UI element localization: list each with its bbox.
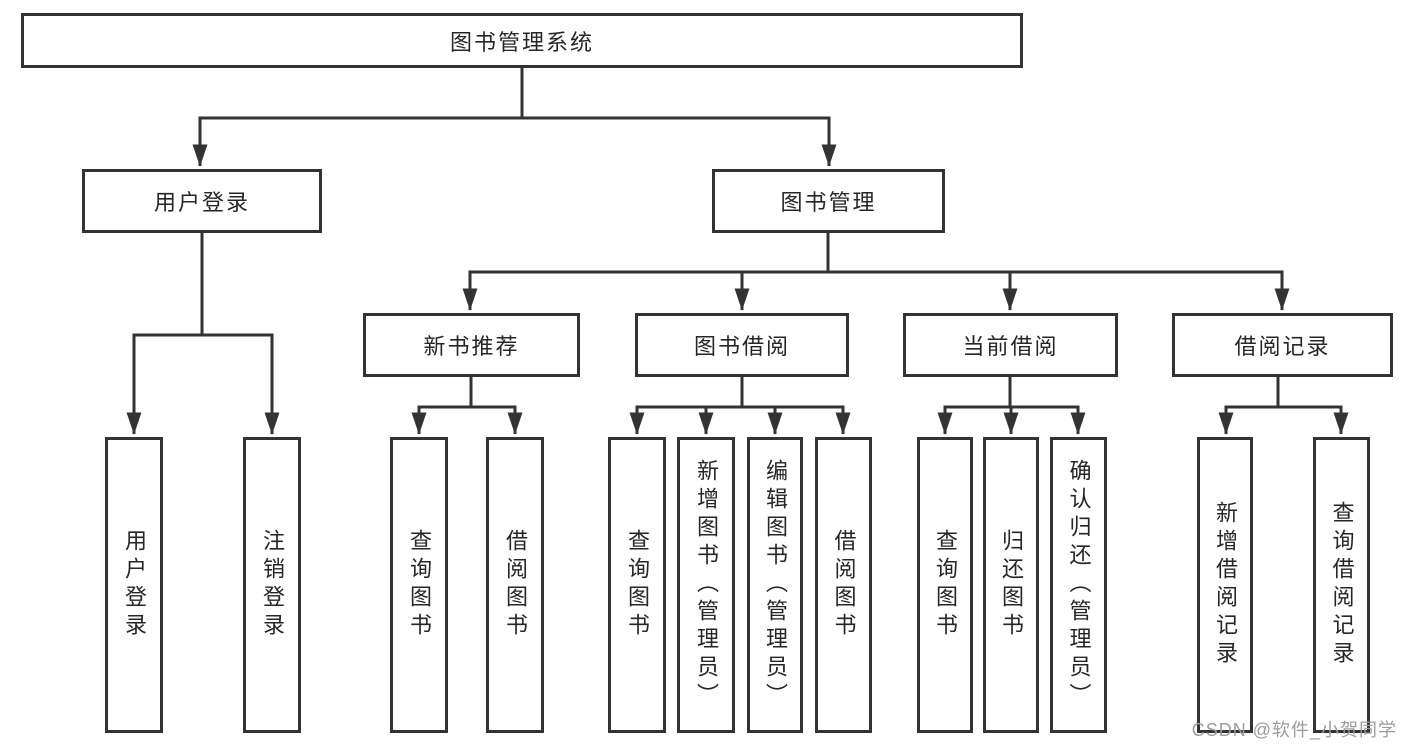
leaf-br-add-record: 新增借阅记录 [1197, 437, 1253, 733]
node-book-mgmt-label: 图书管理 [780, 190, 877, 215]
leaf-cb-return-books-label: 归还图书 [999, 529, 1024, 641]
node-borrow-records-label: 借阅记录 [1234, 334, 1331, 359]
node-new-book-rec-label: 新书推荐 [423, 334, 520, 359]
node-book-mgmt: 图书管理 [712, 169, 945, 233]
connector-book-mgmt-children [462, 233, 1290, 311]
csdn-watermark: CSDN @软件_小贺同学 [1191, 720, 1397, 740]
connector-user-login-children [126, 233, 280, 435]
connector-root-to-level2 [192, 68, 837, 167]
leaf-bb-query-books: 查询图书 [608, 437, 666, 733]
connector-new-book-rec-children [411, 377, 523, 435]
leaf-cb-confirm-return-label: 确认归还（管理员） [1066, 459, 1092, 711]
leaf-bb-edit-books: 编辑图书（管理员） [747, 437, 803, 733]
leaf-bb-add-books: 新增图书（管理员） [677, 437, 735, 733]
leaf-user-login-label: 用户登录 [122, 529, 147, 641]
leaf-cb-confirm-return: 确认归还（管理员） [1050, 437, 1107, 733]
leaf-rec-borrow-books: 借阅图书 [486, 437, 544, 733]
node-new-book-rec: 新书推荐 [363, 313, 580, 377]
leaf-user-login: 用户登录 [105, 437, 163, 733]
node-root: 图书管理系统 [21, 13, 1023, 68]
leaf-br-query-record-label: 查询借阅记录 [1329, 501, 1355, 669]
node-user-login-label: 用户登录 [153, 190, 250, 215]
leaf-logout: 注销登录 [243, 437, 301, 733]
leaf-bb-query-books-label: 查询图书 [625, 529, 650, 641]
connector-borrow-records-children [1218, 377, 1349, 435]
leaf-rec-borrow-books-label: 借阅图书 [503, 529, 528, 641]
leaf-rec-query-books-label: 查询图书 [407, 529, 432, 641]
connector-current-borrow-children [937, 377, 1086, 435]
leaf-rec-query-books: 查询图书 [390, 437, 448, 733]
node-user-login: 用户登录 [82, 169, 322, 233]
node-current-borrow: 当前借阅 [903, 313, 1118, 377]
node-borrow-records: 借阅记录 [1172, 313, 1393, 377]
leaf-br-add-record-label: 新增借阅记录 [1213, 501, 1238, 669]
leaf-logout-label: 注销登录 [260, 529, 285, 641]
leaf-cb-query-books: 查询图书 [917, 437, 973, 733]
leaf-br-query-record: 查询借阅记录 [1313, 437, 1370, 733]
node-root-label: 图书管理系统 [449, 29, 594, 55]
leaf-bb-add-books-label: 新增图书（管理员） [694, 459, 719, 711]
leaf-bb-borrow-books: 借阅图书 [815, 437, 872, 733]
connector-book-borrow-children [629, 377, 851, 435]
leaf-cb-query-books-label: 查询图书 [933, 529, 958, 641]
leaf-cb-return-books: 归还图书 [983, 437, 1039, 733]
leaf-bb-edit-books-label: 编辑图书（管理员） [763, 459, 788, 711]
node-book-borrow: 图书借阅 [635, 313, 849, 377]
leaf-bb-borrow-books-label: 借阅图书 [831, 529, 857, 641]
node-book-borrow-label: 图书借阅 [693, 334, 790, 359]
node-current-borrow-label: 当前借阅 [962, 334, 1059, 359]
